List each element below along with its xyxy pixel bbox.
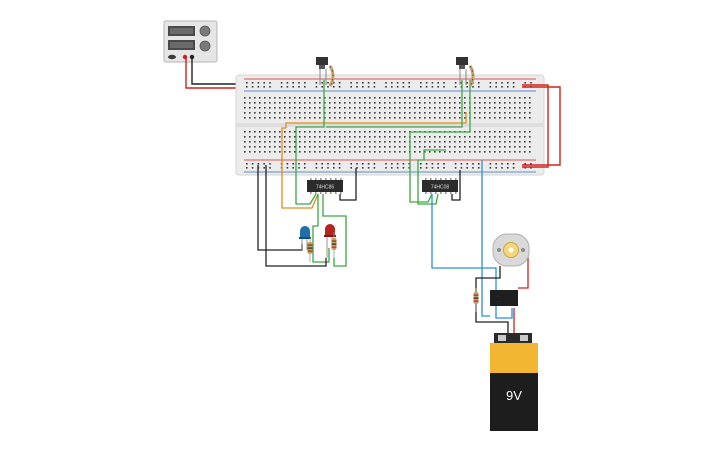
wire-green-led-red[interactable] <box>322 194 347 267</box>
battery-label: 9V <box>506 388 522 403</box>
switch-left[interactable] <box>316 57 328 85</box>
led-blue[interactable] <box>299 226 311 250</box>
switch-right[interactable] <box>456 57 468 85</box>
current-knob[interactable] <box>199 40 211 52</box>
resistor-led-blue <box>307 238 313 262</box>
ic-left-label: 74HC86 <box>316 185 335 191</box>
dc-motor[interactable] <box>492 233 530 267</box>
resistor-right-top <box>468 65 475 87</box>
svg-text:· · ·: · · · <box>496 299 501 303</box>
wire-ground-ic-left[interactable] <box>339 168 357 201</box>
wire-motor-ground[interactable] <box>475 266 501 296</box>
relay[interactable]: · · · · · · <box>490 290 518 306</box>
voltage-knob[interactable] <box>199 25 211 37</box>
wire-ground-led-red[interactable] <box>265 165 327 267</box>
wire-rail-jumper-red-outer[interactable] <box>522 84 549 168</box>
power-supply[interactable] <box>163 20 218 63</box>
breadboard-holes <box>244 82 532 169</box>
wire-rail-jumper-red[interactable] <box>522 86 561 166</box>
resistor-led-red <box>331 232 337 258</box>
wire-blue-relay-supply[interactable] <box>481 160 490 317</box>
svg-text:· · ·: · · · <box>496 294 501 298</box>
ic-right-label: 74HC08 <box>431 185 450 191</box>
battery-9v[interactable]: 9V <box>490 333 538 431</box>
ic-left[interactable]: 74HC86 <box>307 178 343 194</box>
wire-green-d[interactable] <box>417 149 446 205</box>
wire-green-led-blue[interactable] <box>312 194 330 263</box>
resistor-relay <box>473 288 479 312</box>
wire-supply-positive[interactable] <box>185 58 236 89</box>
wire-supply-negative[interactable] <box>191 58 236 85</box>
wire-orange[interactable] <box>281 112 467 209</box>
resistor-left-top <box>328 65 335 87</box>
breadboard <box>235 74 545 176</box>
wire-green-b[interactable] <box>326 80 463 128</box>
wire-green-a[interactable] <box>295 80 325 205</box>
wire-green-c[interactable] <box>409 80 471 203</box>
wire-ground-ic-right[interactable] <box>451 170 461 201</box>
ic-right[interactable]: 74HC08 <box>422 178 458 194</box>
negative-terminal[interactable] <box>189 54 195 60</box>
